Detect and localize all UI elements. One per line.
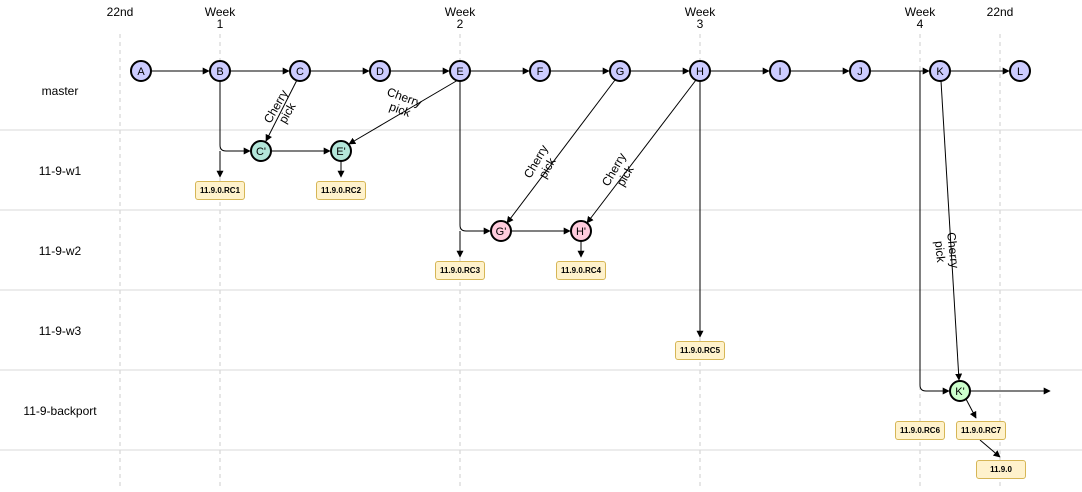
commit-Gp: G' — [490, 220, 512, 242]
commit-label: C' — [256, 146, 266, 158]
column-label-week-4: Week 4 — [890, 6, 950, 30]
column-label-week-3: Week 3 — [670, 6, 730, 30]
edge-E-Gp — [459, 81, 491, 235]
column-label-22nd-end: 22nd — [970, 6, 1030, 18]
commit-F: F — [529, 60, 551, 82]
commit-label: E' — [336, 146, 345, 158]
commit-A: A — [130, 60, 152, 82]
commit-label: G' — [496, 226, 507, 238]
commit-circle — [529, 60, 551, 82]
commit-E: E — [449, 60, 471, 82]
commit-label: C — [296, 66, 304, 78]
edge-cherry-C-Cp — [265, 79, 298, 142]
commit-label: K' — [955, 386, 964, 398]
commit-J: J — [849, 60, 871, 82]
commit-label: A — [137, 66, 145, 78]
commit-circle — [849, 60, 871, 82]
commit-label: B — [216, 66, 223, 78]
edge-Kp-rc7 — [965, 398, 977, 419]
column-label-week-2: Week 2 — [430, 6, 490, 30]
commit-circle — [949, 380, 971, 402]
edge-cherry-K-Kp — [940, 80, 963, 381]
commit-circle — [330, 140, 352, 162]
column-label-line2: 3 — [696, 17, 704, 31]
edge-rc7-final — [979, 439, 1001, 458]
commit-Hp: H' — [570, 220, 592, 242]
column-label-line2: 22nd — [986, 5, 1014, 19]
commit-label: F — [537, 66, 544, 78]
column-label-line1: Week — [204, 5, 236, 19]
commit-circle — [490, 220, 512, 242]
edge-cherry-G-Gp — [506, 79, 616, 224]
lane-label-master: master — [41, 84, 79, 98]
column-label-line1: Week — [904, 5, 936, 19]
lane-label-backport: 11-9-backport — [23, 404, 97, 418]
commit-label: D — [376, 66, 384, 78]
commit-label: H — [696, 66, 704, 78]
commit-Kp: K' — [949, 380, 971, 402]
tag-rc7: 11.9.0.RC7 — [956, 421, 1006, 440]
commit-label: J — [857, 66, 863, 78]
tag-rc4: 11.9.0.RC4 — [556, 261, 606, 280]
commit-label: E — [456, 66, 463, 78]
commit-C: C — [289, 60, 311, 82]
column-label-week-1: Week 1 — [190, 6, 250, 30]
commit-label: G — [616, 66, 625, 78]
column-label-line2: 22nd — [106, 5, 134, 19]
column-label-line1: Week — [444, 5, 476, 19]
tag-rc1: 11.9.0.RC1 — [195, 181, 245, 200]
commit-Cp: C' — [250, 140, 272, 162]
commit-I: I — [769, 60, 791, 82]
commit-B: B — [209, 60, 231, 82]
edge-K-Kp — [919, 71, 950, 395]
commit-circle — [609, 60, 631, 82]
tag-rc3: 11.9.0.RC3 — [435, 261, 485, 280]
lane-label-w2: 11-9-w2 — [38, 244, 82, 258]
commit-circle — [1009, 60, 1031, 82]
tag-final: 11.9.0 — [976, 460, 1026, 479]
column-label-line2: 4 — [916, 17, 924, 31]
column-label-22nd-start: 22nd — [90, 6, 150, 18]
commit-label: K — [936, 66, 944, 78]
commit-circle — [929, 60, 951, 82]
commit-Ep: E' — [330, 140, 352, 162]
commit-label: L — [1017, 66, 1023, 78]
lane-label-w1: 11-9-w1 — [38, 164, 82, 178]
commit-D: D — [369, 60, 391, 82]
lane-label-w3: 11-9-w3 — [38, 324, 82, 338]
commit-circle — [769, 60, 791, 82]
commit-circle — [369, 60, 391, 82]
commit-label: I — [778, 66, 781, 78]
commit-circle — [130, 60, 152, 82]
commit-circle — [250, 140, 272, 162]
commit-circle — [289, 60, 311, 82]
column-label-line1: Week — [684, 5, 716, 19]
column-label-line2: 1 — [216, 17, 224, 31]
edge-B-Cp — [219, 81, 251, 155]
commit-circle — [209, 60, 231, 82]
commit-circle — [449, 60, 471, 82]
column-label-line2: 2 — [456, 17, 464, 31]
tag-rc2: 11.9.0.RC2 — [316, 181, 366, 200]
commit-H: H — [689, 60, 711, 82]
tag-rc6: 11.9.0.RC6 — [895, 421, 945, 440]
edge-cherry-H-Hp — [586, 79, 697, 224]
commit-K: K — [929, 60, 951, 82]
tag-rc5: 11.9.0.RC5 — [675, 341, 725, 360]
commit-circle — [689, 60, 711, 82]
commit-label: H' — [576, 226, 586, 238]
commit-circle — [570, 220, 592, 242]
edge-cherry-E-Ep — [348, 79, 459, 145]
commit-G: G — [609, 60, 631, 82]
commit-L: L — [1009, 60, 1031, 82]
